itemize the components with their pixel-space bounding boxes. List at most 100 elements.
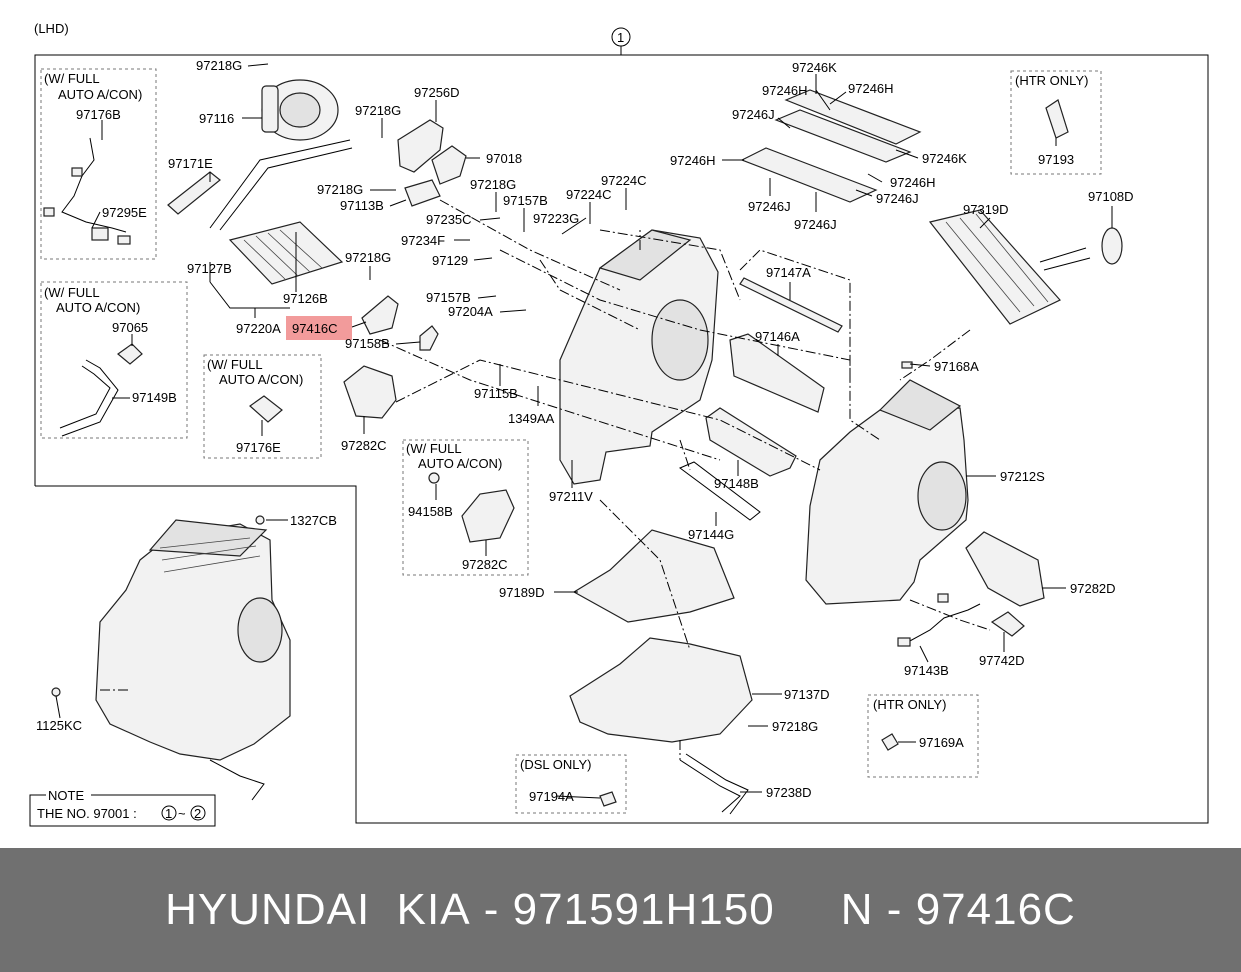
part-label[interactable]: 97176E xyxy=(236,440,281,455)
part-label[interactable]: 1327CB xyxy=(290,513,337,528)
part-label[interactable]: 97218G xyxy=(196,58,242,73)
n-label: N xyxy=(840,885,874,934)
part-label[interactable]: 97246K xyxy=(792,60,837,75)
part-label[interactable]: 97220A xyxy=(236,321,281,336)
part-label[interactable]: 97235C xyxy=(426,212,472,227)
note-full-auto-4b: AUTO A/CON) xyxy=(418,456,502,471)
note-text: THE NO. 97001 : xyxy=(37,806,137,821)
part-label[interactable]: 97218G xyxy=(355,103,401,118)
note-title: NOTE xyxy=(48,788,84,803)
assembly-lines xyxy=(100,199,991,760)
part-label[interactable]: 97108D xyxy=(1088,189,1134,204)
note-htr-only-1: (HTR ONLY) xyxy=(1015,73,1088,88)
part-label[interactable]: 97246J xyxy=(732,107,775,122)
note-full-auto-2b: AUTO A/CON) xyxy=(56,300,140,315)
note-full-auto-3a: (W/ FULL xyxy=(207,357,263,372)
part-label[interactable]: 97218G xyxy=(772,719,818,734)
note-full-auto-4a: (W/ FULL xyxy=(406,441,462,456)
part-label[interactable]: 97256D xyxy=(414,85,460,100)
part-label[interactable]: 97211V xyxy=(549,489,593,504)
note-full-auto-1a: (W/ FULL xyxy=(44,71,100,86)
part-label[interactable]: 97189D xyxy=(499,585,545,600)
part-label[interactable]: 97157B xyxy=(503,193,548,208)
option-box-dsl-only xyxy=(515,754,627,814)
part-label[interactable]: 97319D xyxy=(963,202,1009,217)
note-range-end: 2 xyxy=(194,806,201,821)
part-label[interactable]: 97246H xyxy=(890,175,936,190)
part-label[interactable]: 97246J xyxy=(876,191,919,206)
part-label[interactable]: 97149B xyxy=(132,390,177,405)
part-label[interactable]: 97246K xyxy=(922,151,967,166)
note-full-auto-1b: AUTO A/CON) xyxy=(58,87,142,102)
part-label[interactable]: 97234F xyxy=(401,233,445,248)
part-number: 971591H150 xyxy=(512,885,775,934)
option-box-full-auto-2 xyxy=(40,281,188,439)
leader-lines xyxy=(55,63,1113,799)
part-number-banner: HYUNDAI KIA - 971591H150 N - 97416C xyxy=(0,848,1241,972)
part-label[interactable]: 97194A xyxy=(529,789,574,804)
note-range-sep: ~ xyxy=(178,806,186,821)
part-label[interactable]: 97282C xyxy=(462,557,508,572)
part-label[interactable]: 97282D xyxy=(1070,581,1116,596)
highlight-box xyxy=(286,316,352,340)
part-label[interactable]: 97246J xyxy=(748,199,791,214)
part-label[interactable]: 97246H xyxy=(762,83,808,98)
note-full-auto-3b: AUTO A/CON) xyxy=(219,372,303,387)
option-box-full-auto-4 xyxy=(402,439,529,576)
orientation-label: (LHD) xyxy=(34,21,69,36)
part-label[interactable]: 97157B xyxy=(426,290,471,305)
part-label-highlighted[interactable]: 97416C xyxy=(292,321,338,336)
part-label[interactable]: 97144G xyxy=(688,527,734,542)
part-label[interactable]: 97246H xyxy=(848,81,894,96)
part-label[interactable]: 97212S xyxy=(1000,469,1045,484)
part-label[interactable]: 97115B xyxy=(474,386,518,401)
part-label[interactable]: 97218G xyxy=(317,182,363,197)
part-label[interactable]: 1125KC xyxy=(36,718,82,733)
part-labels: 97218G 97116 97256D 97218G 97018 97218G … xyxy=(36,58,1134,804)
part-label[interactable]: 97238D xyxy=(766,785,812,800)
part-label[interactable]: 97126B xyxy=(283,291,328,306)
part-label[interactable]: 97224C xyxy=(566,187,612,202)
part-label[interactable]: 97742D xyxy=(979,653,1025,668)
ref-number: 97416C xyxy=(915,885,1076,934)
part-label[interactable]: 97295E xyxy=(102,205,147,220)
part-label[interactable]: 97204A xyxy=(448,304,493,319)
part-label[interactable]: 97147A xyxy=(766,265,811,280)
option-box-full-auto-1 xyxy=(40,68,157,260)
option-box-htr-only-1 xyxy=(1010,70,1102,175)
part-label[interactable]: 97143B xyxy=(904,663,949,678)
part-label[interactable]: 97158B xyxy=(345,336,390,351)
part-label[interactable]: 97127B xyxy=(187,261,232,276)
part-label[interactable]: 97113B xyxy=(340,198,384,213)
parts-diagram: (LHD) 1 (W/ FULL AUTO A/CON) (W/ FULL AU… xyxy=(29,21,1209,827)
part-label[interactable]: 97168A xyxy=(934,359,979,374)
brand-text: HYUNDAI KIA xyxy=(165,885,471,934)
part-label[interactable]: 97146A xyxy=(755,329,800,344)
diagram-frame xyxy=(34,54,1209,824)
part-label[interactable]: 97223G xyxy=(533,211,579,226)
option-box-full-auto-3 xyxy=(203,354,322,459)
part-label[interactable]: 97148B xyxy=(714,476,759,491)
part-label[interactable]: 97282C xyxy=(341,438,387,453)
note-dsl-only: (DSL ONLY) xyxy=(520,757,592,772)
part-label[interactable]: 1349AA xyxy=(508,411,555,426)
part-label[interactable]: 97171E xyxy=(168,156,213,171)
assembly-number: 1 xyxy=(617,30,624,45)
part-label[interactable]: 97018 xyxy=(486,151,522,166)
part-shapes xyxy=(43,79,1123,815)
part-label[interactable]: 97246J xyxy=(794,217,837,232)
part-label[interactable]: 94158B xyxy=(408,504,453,519)
part-label[interactable]: 97065 xyxy=(112,320,148,335)
part-label[interactable]: 97116 xyxy=(199,111,234,126)
part-label[interactable]: 97129 xyxy=(432,253,468,268)
part-label[interactable]: 97218G xyxy=(470,177,516,192)
part-label[interactable]: 97193 xyxy=(1038,152,1074,167)
option-box-htr-only-2 xyxy=(867,694,979,778)
part-label[interactable]: 97246H xyxy=(670,153,716,168)
note-range-start: 1 xyxy=(165,806,172,821)
part-label[interactable]: 97169A xyxy=(919,735,964,750)
part-label[interactable]: 97137D xyxy=(784,687,830,702)
part-label[interactable]: 97224C xyxy=(601,173,647,188)
part-label[interactable]: 97218G xyxy=(345,250,391,265)
part-label[interactable]: 97176B xyxy=(76,107,121,122)
